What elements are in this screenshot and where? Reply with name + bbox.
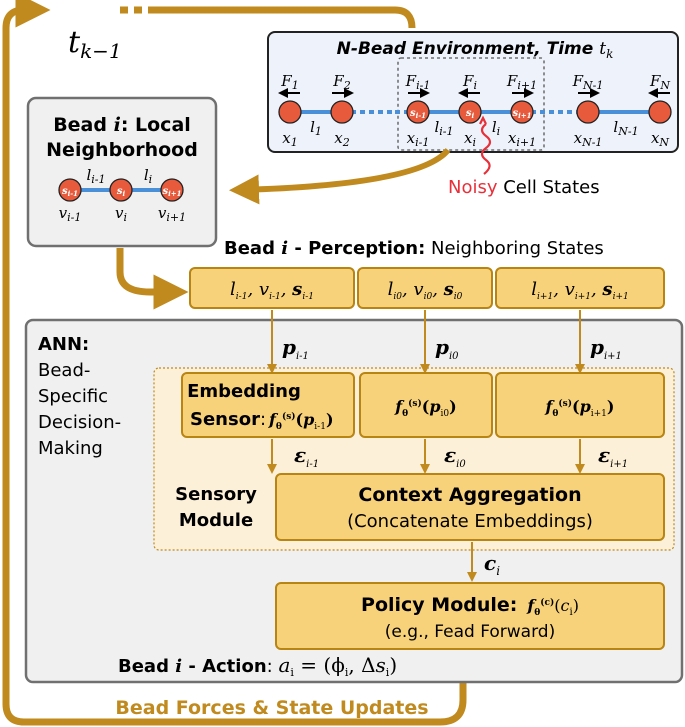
ann-title: ANN: — [38, 334, 89, 355]
epsilon-label: εi+1 — [598, 443, 628, 470]
nb-velocity-label: vi-1 — [59, 204, 82, 224]
neighborhood-title-line2: Neighborhood — [46, 139, 198, 161]
env-bead-label: si+1 — [512, 108, 531, 120]
p-label: pi-1 — [282, 335, 309, 362]
position-label: xN — [651, 129, 669, 149]
embedding-box-center: fθ(s)(pi0) — [359, 372, 493, 438]
force-label: Fi-1 — [405, 72, 431, 92]
position-label: xi — [464, 129, 476, 149]
neighborhood-highlight — [397, 57, 545, 151]
feedback-loop — [2, 0, 467, 726]
length-label: li-1 — [434, 118, 453, 138]
svg-text:li-1, vi-1, si-1: li-1, vi-1, si-1 — [230, 279, 314, 302]
length-label: lN-1 — [613, 118, 638, 138]
svg-text:Sensor:fθ(s)(pi-1): Sensor:fθ(s)(pi-1) — [190, 409, 334, 432]
embedding-sensor-box: Embedding Sensor:fθ(s)(pi-1) — [181, 372, 355, 438]
env-bead-label: si — [466, 108, 475, 120]
perception-box-right: li+1, vi+1, si+1 — [495, 267, 665, 309]
svg-text:(e.g., Fead Forward): (e.g., Fead Forward) — [385, 622, 555, 642]
svg-text:li+1, vi+1, si+1: li+1, vi+1, si+1 — [531, 279, 628, 302]
bead-2 — [330, 100, 354, 124]
neighborhood-to-perception-arrow — [116, 248, 189, 310]
bead-1 — [278, 100, 302, 124]
p-label: pi0 — [435, 335, 459, 362]
context-aggregation-box: Context Aggregation (Concatenate Embeddi… — [275, 473, 665, 541]
embedding-box-right: fθ(s)(pi+1) — [495, 372, 665, 438]
force-label: Fi — [462, 72, 477, 92]
nb-bead-label: si+1 — [162, 186, 181, 198]
svg-text:Policy Module:fθ(c)(ci): Policy Module:fθ(c)(ci) — [361, 594, 579, 618]
bead-i-plus-1 — [510, 100, 534, 124]
epsilon-label: εi-1 — [294, 443, 319, 470]
ann-desc-line: Making — [38, 438, 103, 459]
p-label: pi+1 — [590, 335, 622, 362]
bead-forces-label: Bead Forces & State Updates — [115, 697, 428, 719]
force-label: FN-1 — [572, 72, 604, 92]
svg-text:li0, vi0, si0: li0, vi0, si0 — [388, 279, 463, 302]
environment-panel: N-Bead Environment, Time tk si-1 si si+1 — [267, 31, 679, 153]
bead-n-minus-1 — [576, 100, 600, 124]
force-label: Fi+1 — [506, 72, 537, 92]
nb-length-label: li-1 — [86, 166, 105, 186]
bead-i-minus-1 — [406, 100, 430, 124]
length-label: l1 — [310, 118, 322, 138]
sensory-module-label: Sensory — [175, 484, 257, 505]
svg-text:(Concatenate Embeddings): (Concatenate Embeddings) — [347, 511, 593, 532]
context-c-label: ci — [484, 551, 500, 578]
noisy-cell-states-label: Noisy Cell States — [448, 177, 600, 198]
svg-text:fθ(s)(pi+1): fθ(s)(pi+1) — [545, 397, 615, 419]
bead-i — [458, 100, 482, 124]
environment-title: N-Bead Environment, Time tk — [337, 39, 614, 61]
noisy-squiggle-icon — [480, 123, 492, 175]
position-label: x2 — [334, 129, 349, 149]
ann-desc-line: Decision- — [38, 412, 121, 433]
prev-timestep-label: tk−1 — [68, 25, 122, 63]
nb-length-label: li — [144, 166, 152, 186]
ann-desc-line: Bead- — [38, 360, 90, 381]
position-label: x1 — [282, 129, 297, 149]
position-label: xi-1 — [407, 129, 430, 149]
nb-velocity-label: vi+1 — [158, 204, 186, 224]
env-to-neighborhood-arrow — [229, 147, 451, 205]
nb-bead-label: si — [117, 186, 126, 198]
position-label: xi+1 — [508, 129, 536, 149]
svg-text:Context Aggregation: Context Aggregation — [358, 484, 581, 506]
force-label: F2 — [332, 72, 350, 92]
nb-velocity-label: vi — [115, 204, 127, 224]
perception-label: Bead i - Perception: Neighboring States — [224, 238, 604, 259]
svg-text:fθ(s)(pi0): fθ(s)(pi0) — [394, 397, 456, 419]
env-bead-label: si-1 — [410, 108, 426, 120]
force-label: F1 — [280, 72, 298, 92]
svg-text:Embedding: Embedding — [187, 381, 301, 402]
bead-n — [648, 100, 672, 124]
perception-box-center: li0, vi0, si0 — [357, 267, 493, 309]
perception-box-left: li-1, vi-1, si-1 — [189, 267, 355, 309]
policy-module-box: Policy Module:fθ(c)(ci) (e.g., Fead Forw… — [275, 582, 665, 650]
neighborhood-title-line1: Bead i: Local — [53, 114, 191, 136]
epsilon-label: εi0 — [444, 443, 466, 470]
force-label: FN — [649, 72, 670, 92]
nb-bead-label: si-1 — [62, 186, 78, 198]
position-label: xN-1 — [574, 129, 603, 149]
ann-desc-line: Specific — [38, 386, 108, 407]
local-neighborhood-panel: Bead i: Local Neighborhood si-1 si si+1 … — [26, 96, 218, 248]
ann-panel: ANN: Bead- Specific Decision- Making Sen… — [24, 310, 684, 684]
action-label: Bead i - Action: ai = (ϕi, Δsi) — [118, 653, 397, 679]
sensory-module-label: Module — [179, 510, 253, 531]
length-label: li — [492, 118, 500, 138]
